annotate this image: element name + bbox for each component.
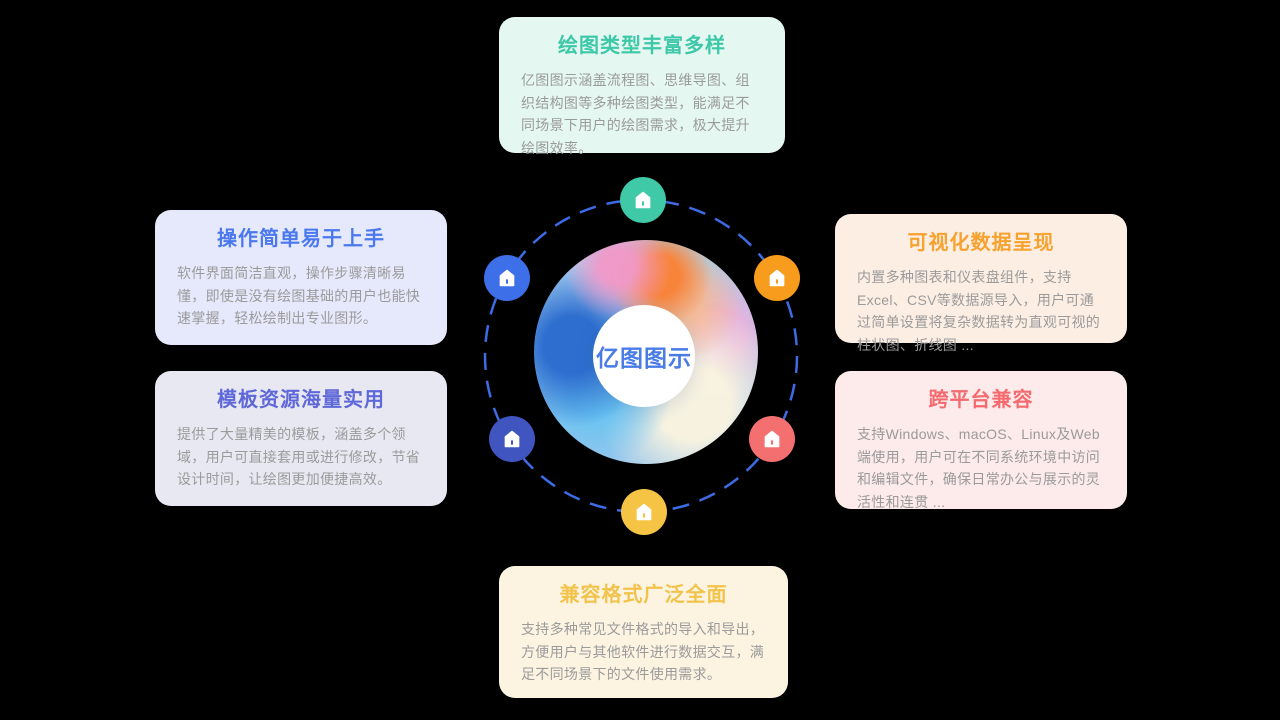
node-bottom [621, 489, 667, 535]
center-badge: 亿图图示 [593, 305, 695, 407]
card-body: 支持Windows、macOS、Linux及Web端使用，用户可在不同系统环境中… [857, 426, 1101, 510]
node-left-top [484, 255, 530, 301]
home-icon [769, 269, 785, 287]
node-right-bottom [749, 416, 795, 462]
card-title: 模板资源海量实用 [217, 389, 385, 411]
feature-card-drawing-types: 绘图类型丰富多样 亿图图示涵盖流程图、思维导图、组织结构图等多种绘图类型，能满足… [499, 17, 785, 156]
card-body: 提供了大量精美的模板，涵盖多个领域，用户可直接套用或进行修改，节省设计时间，让绘… [177, 426, 421, 487]
feature-card-data-visualization: 可视化数据呈现 内置多种图表和仪表盘组件，支持Excel、CSV等数据源导入，用… [835, 214, 1127, 353]
card-body: 软件界面简洁直观，操作步骤清晰易懂，即使是没有绘图基础的用户也能快速掌握，轻松绘… [177, 265, 421, 326]
node-left-bottom [489, 416, 535, 462]
home-icon [764, 430, 780, 448]
node-top [620, 177, 666, 223]
home-icon [499, 269, 515, 287]
card-title: 兼容格式广泛全面 [559, 584, 728, 606]
card-title: 跨平台兼容 [928, 389, 1034, 411]
feature-card-easy-to-use: 操作简单易于上手 软件界面简洁直观，操作步骤清晰易懂，即使是没有绘图基础的用户也… [155, 210, 447, 345]
home-icon [635, 191, 651, 209]
card-body: 支持多种常见文件格式的导入和导出，方便用户与其他软件进行数据交互，满足不同场景下… [521, 621, 765, 682]
card-title: 可视化数据呈现 [907, 232, 1055, 254]
home-icon [504, 430, 520, 448]
center-label: 亿图图示 [596, 345, 692, 371]
feature-card-file-formats: 兼容格式广泛全面 支持多种常见文件格式的导入和导出，方便用户与其他软件进行数据交… [499, 566, 788, 698]
card-title: 操作简单易于上手 [217, 228, 385, 250]
card-body: 亿图图示涵盖流程图、思维导图、组织结构图等多种绘图类型，能满足不同场景下用户的绘… [521, 72, 750, 156]
node-right-top [754, 255, 800, 301]
home-icon [636, 503, 652, 521]
feature-card-templates: 模板资源海量实用 提供了大量精美的模板，涵盖多个领域，用户可直接套用或进行修改，… [155, 371, 447, 506]
card-body: 内置多种图表和仪表盘组件，支持Excel、CSV等数据源导入，用户可通过简单设置… [857, 269, 1101, 353]
card-title: 绘图类型丰富多样 [558, 35, 726, 57]
feature-card-cross-platform: 跨平台兼容 支持Windows、macOS、Linux及Web端使用，用户可在不… [835, 371, 1127, 510]
